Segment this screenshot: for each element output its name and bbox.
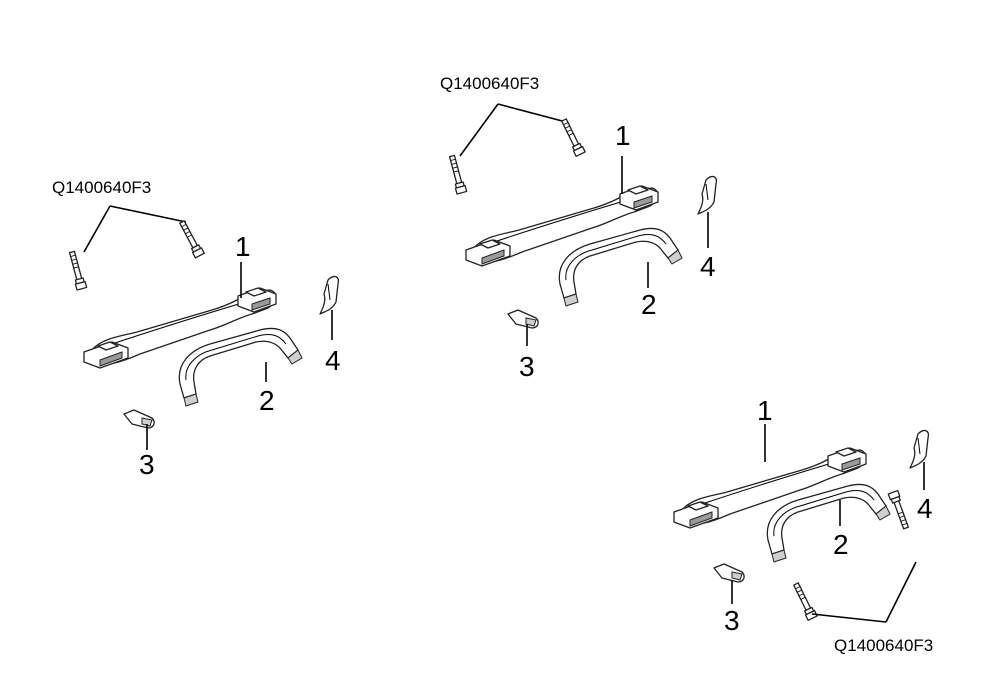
grab-handle bbox=[83, 287, 277, 369]
callout-4: 4 bbox=[917, 493, 933, 524]
leader-line bbox=[83, 205, 187, 253]
bolt bbox=[887, 489, 912, 531]
callout-4: 4 bbox=[325, 345, 341, 376]
end-cap bbox=[713, 563, 745, 583]
callout-1: 1 bbox=[757, 395, 773, 426]
callout-3: 3 bbox=[724, 605, 740, 636]
clip bbox=[319, 275, 340, 315]
callout-3: 3 bbox=[519, 351, 535, 382]
bolt bbox=[66, 250, 88, 291]
callout-1: 1 bbox=[615, 120, 631, 151]
clip bbox=[909, 429, 930, 469]
bolt-part-code: Q1400640F3 bbox=[834, 636, 933, 655]
handle-cover bbox=[558, 227, 683, 307]
callout-3: 3 bbox=[139, 449, 155, 480]
callout-2: 2 bbox=[833, 529, 849, 560]
bolt bbox=[558, 117, 586, 157]
end-cap bbox=[123, 409, 155, 429]
bolt bbox=[176, 219, 205, 259]
handle-cover bbox=[178, 327, 303, 407]
grab-handle bbox=[673, 447, 867, 529]
bolt bbox=[446, 154, 468, 195]
callout-2: 2 bbox=[259, 385, 275, 416]
leader-line bbox=[811, 561, 917, 623]
clip bbox=[697, 175, 718, 215]
handle-cover bbox=[766, 483, 891, 563]
callout-2: 2 bbox=[641, 289, 657, 320]
end-cap bbox=[507, 309, 539, 329]
grab-handle bbox=[465, 185, 659, 267]
callout-1: 1 bbox=[235, 231, 251, 262]
callout-4: 4 bbox=[700, 251, 716, 282]
group-right: 1 2 3 4 Q1400640F3 bbox=[673, 395, 933, 655]
bolt-part-code: Q1400640F3 bbox=[52, 178, 151, 197]
leader-line bbox=[459, 103, 567, 157]
bolt-part-code: Q1400640F3 bbox=[440, 74, 539, 93]
group-center: Q1400640F3 1 2 3 4 bbox=[440, 74, 718, 382]
group-left: Q1400640F3 1 2 3 4 bbox=[52, 178, 341, 480]
